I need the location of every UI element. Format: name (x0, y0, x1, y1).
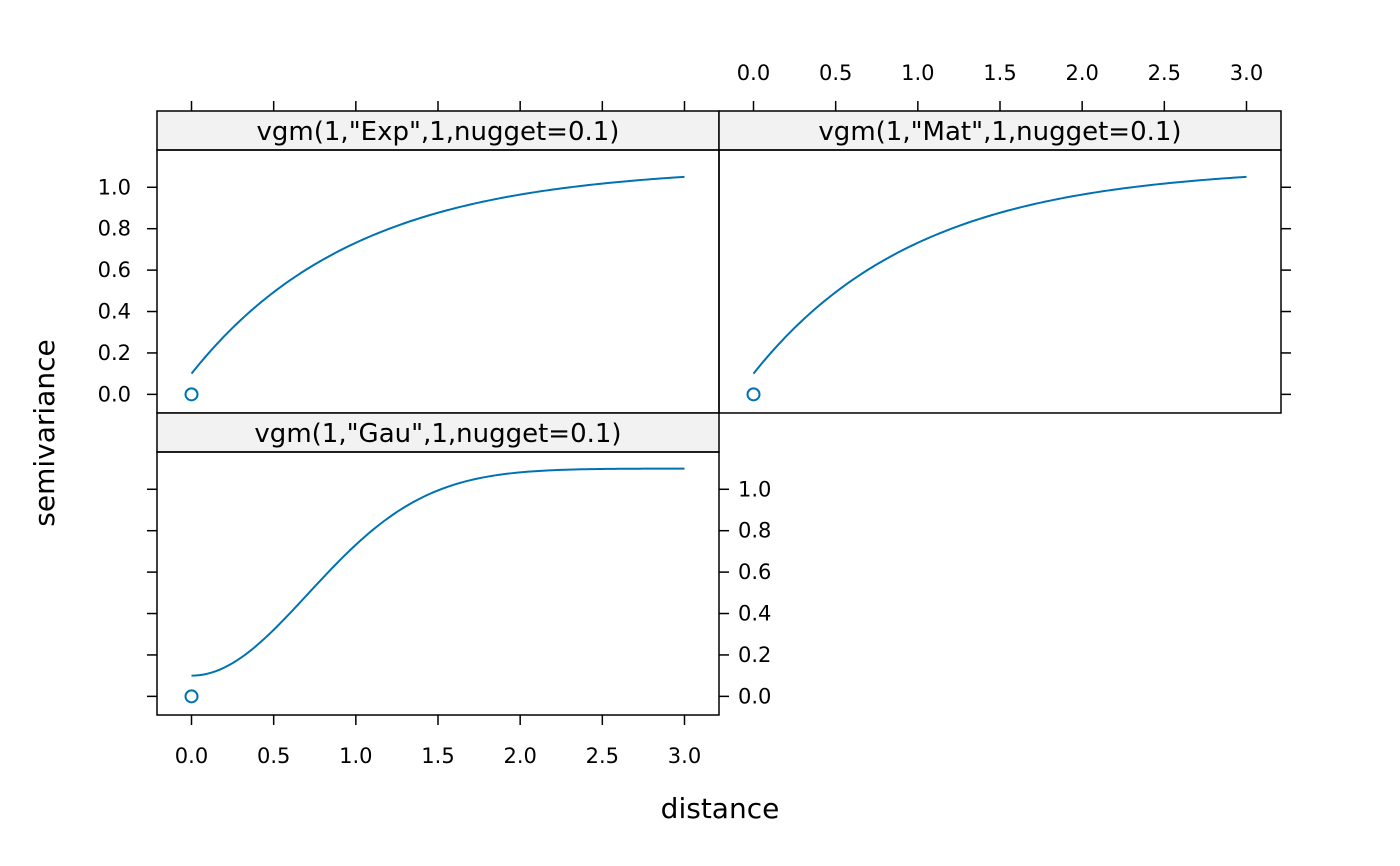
y-tick-label: 0.2 (738, 643, 771, 667)
panel-mat: vgm(1,"Mat",1,nugget=0.1) (718, 110, 1282, 414)
x-tick-label: 0.5 (257, 744, 290, 768)
x-tick-label: 2.0 (1065, 61, 1098, 85)
y-tick-label: 0.4 (738, 602, 771, 626)
data-point-exp (184, 387, 199, 402)
x-tick-label: 1.5 (421, 744, 454, 768)
y-tick-label: 0.8 (98, 217, 131, 241)
x-tick-label: 0.0 (175, 744, 208, 768)
strip-mat (718, 110, 1282, 151)
x-tick-label: 1.0 (339, 744, 372, 768)
x-tick-label: 3.0 (1230, 61, 1263, 85)
series-line-mat (752, 175, 1247, 375)
strip-label-gau: vgm(1,"Gau",1,nugget=0.1) (254, 419, 621, 449)
data-point-mat (746, 387, 761, 402)
data-point-gau (184, 689, 199, 704)
panels-layer: vgm(1,"Exp",1,nugget=0.1) vgm(1,"Mat",1,n… (156, 110, 1282, 716)
y-tick-label: 0.0 (738, 684, 771, 708)
strip-gau (156, 412, 720, 453)
x-tick-label: 0.5 (819, 61, 852, 85)
y-tick-label: 0.8 (738, 519, 771, 543)
panel-frame-mat (718, 149, 1282, 414)
x-tick-label: 2.0 (503, 744, 536, 768)
x-tick-label: 2.5 (1148, 61, 1181, 85)
panel-gau: vgm(1,"Gau",1,nugget=0.1) (156, 412, 720, 716)
x-tick-label: 2.5 (586, 744, 619, 768)
y-tick-label: 1.0 (98, 175, 131, 199)
y-tick-label: 0.2 (98, 341, 131, 365)
series-line-exp (190, 175, 685, 375)
y-tick-label: 0.4 (98, 300, 131, 324)
y-axis-title: semivariance (28, 339, 61, 526)
series-line-gau (191, 467, 685, 677)
y-tick-label: 0.0 (98, 382, 131, 406)
x-tick-label: 0.0 (737, 61, 770, 85)
x-tick-label: 1.5 (983, 61, 1016, 85)
x-tick-label: 1.0 (901, 61, 934, 85)
panel-exp: vgm(1,"Exp",1,nugget=0.1) (156, 110, 720, 414)
strip-label-exp: vgm(1,"Exp",1,nugget=0.1) (257, 117, 620, 147)
strip-label-mat: vgm(1,"Mat",1,nugget=0.1) (818, 117, 1181, 147)
y-tick-label: 1.0 (738, 477, 771, 501)
y-tick-label: 0.6 (738, 560, 771, 584)
x-axis-title: distance (661, 792, 780, 825)
strip-exp (156, 110, 720, 151)
panel-frame-exp (156, 149, 720, 414)
axes-layer: 0.0 0.5 1.0 1.5 2.0 2.5 3.0 0.0 0.5 1.0 1.5 2.0 2.5 3… (98, 61, 1291, 768)
x-tick-label: 3.0 (668, 744, 701, 768)
y-tick-label: 0.6 (98, 258, 131, 282)
